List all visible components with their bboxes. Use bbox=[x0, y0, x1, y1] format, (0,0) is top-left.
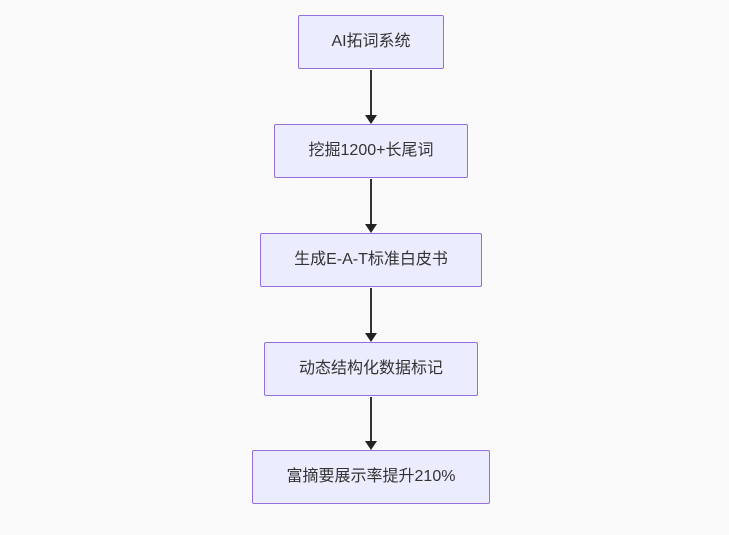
arrow-line bbox=[370, 397, 372, 441]
node-eat-whitepaper: 生成E-A-T标准白皮书 bbox=[260, 233, 482, 287]
flow-arrow-3 bbox=[365, 288, 377, 342]
arrowhead-down-icon bbox=[365, 441, 377, 450]
arrow-line bbox=[370, 179, 372, 224]
node-label: 生成E-A-T标准白皮书 bbox=[294, 251, 448, 268]
flow-arrow-4 bbox=[365, 397, 377, 450]
node-label: 动态结构化数据标记 bbox=[298, 360, 443, 377]
node-label: 挖掘1200+长尾词 bbox=[308, 142, 434, 159]
flow-arrow-1 bbox=[365, 70, 377, 124]
flow-arrow-2 bbox=[365, 179, 377, 233]
node-label: AI拓词系统 bbox=[331, 33, 411, 50]
arrowhead-down-icon bbox=[365, 224, 377, 233]
arrow-line bbox=[370, 288, 372, 333]
arrow-line bbox=[370, 70, 372, 115]
arrowhead-down-icon bbox=[365, 115, 377, 124]
node-rich-snippet-rate: 富摘要展示率提升210% bbox=[252, 450, 490, 504]
node-structured-data-markup: 动态结构化数据标记 bbox=[264, 342, 478, 396]
node-label: 富摘要展示率提升210% bbox=[286, 468, 456, 485]
arrowhead-down-icon bbox=[365, 333, 377, 342]
node-ai-keyword-system: AI拓词系统 bbox=[298, 15, 444, 69]
node-longtail-mining: 挖掘1200+长尾词 bbox=[274, 124, 468, 178]
